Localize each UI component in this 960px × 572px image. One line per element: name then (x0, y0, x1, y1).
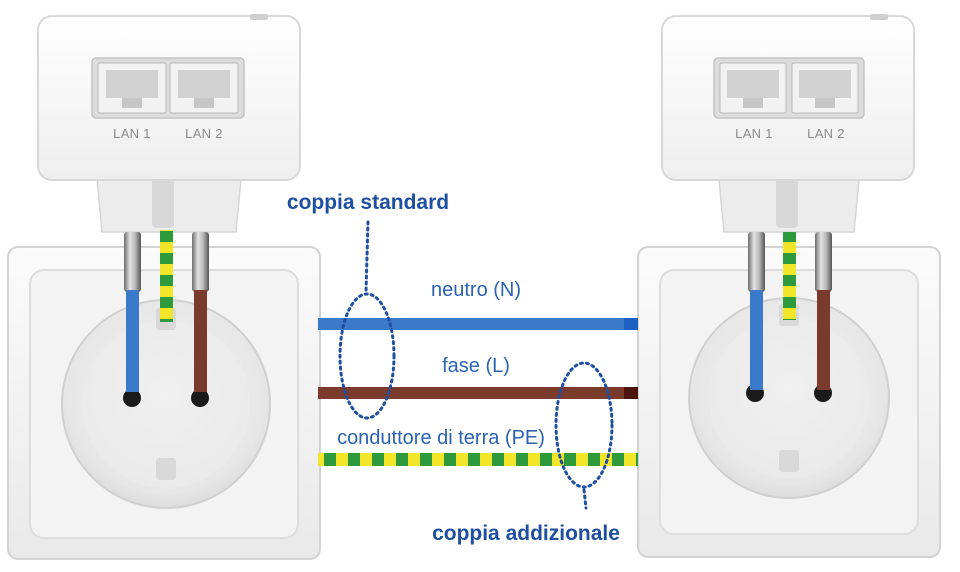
lan2-label: LAN 2 (807, 126, 845, 141)
left-wall-socket (7, 246, 321, 560)
socket-hole-right (191, 389, 209, 407)
standard-pair-leader (364, 220, 370, 294)
right-plug-wiring (748, 232, 832, 390)
right-powerline-adapter: LAN 1 LAN 2 (661, 14, 915, 233)
phase-conductor (318, 387, 638, 399)
lan1-port[interactable] (97, 62, 167, 114)
additional-pair-label: coppia addizionale (432, 522, 620, 545)
neutral-conductor (318, 318, 638, 330)
left-plug-wiring (124, 230, 209, 392)
standard-pair-label: coppia standard (287, 191, 449, 214)
neutral-wire-left (126, 290, 139, 392)
phase-label: fase (L) (442, 355, 510, 377)
earth-wire-right (783, 232, 796, 320)
earth-conductor (318, 453, 638, 466)
lan1-port[interactable] (719, 62, 787, 114)
lan1-label: LAN 1 (735, 126, 773, 141)
additional-pair-leader (582, 488, 588, 510)
earth-wire-left (160, 230, 173, 322)
additional-pair-ellipse (554, 361, 614, 489)
standard-pair-ellipse (338, 292, 396, 420)
neutral-label: neutro (N) (431, 279, 521, 301)
lan1-label: LAN 1 (113, 126, 151, 141)
socket-hole-left (123, 389, 141, 407)
phase-wire-left (194, 290, 207, 392)
lan2-port[interactable] (791, 62, 859, 114)
lan2-port[interactable] (169, 62, 239, 114)
lan2-label: LAN 2 (185, 126, 223, 141)
earth-label: conduttore di terra (PE) (337, 427, 545, 449)
phase-wire-right (817, 290, 830, 390)
neutral-wire-right (750, 290, 763, 390)
left-powerline-adapter: LAN 1 LAN 2 (37, 14, 301, 233)
